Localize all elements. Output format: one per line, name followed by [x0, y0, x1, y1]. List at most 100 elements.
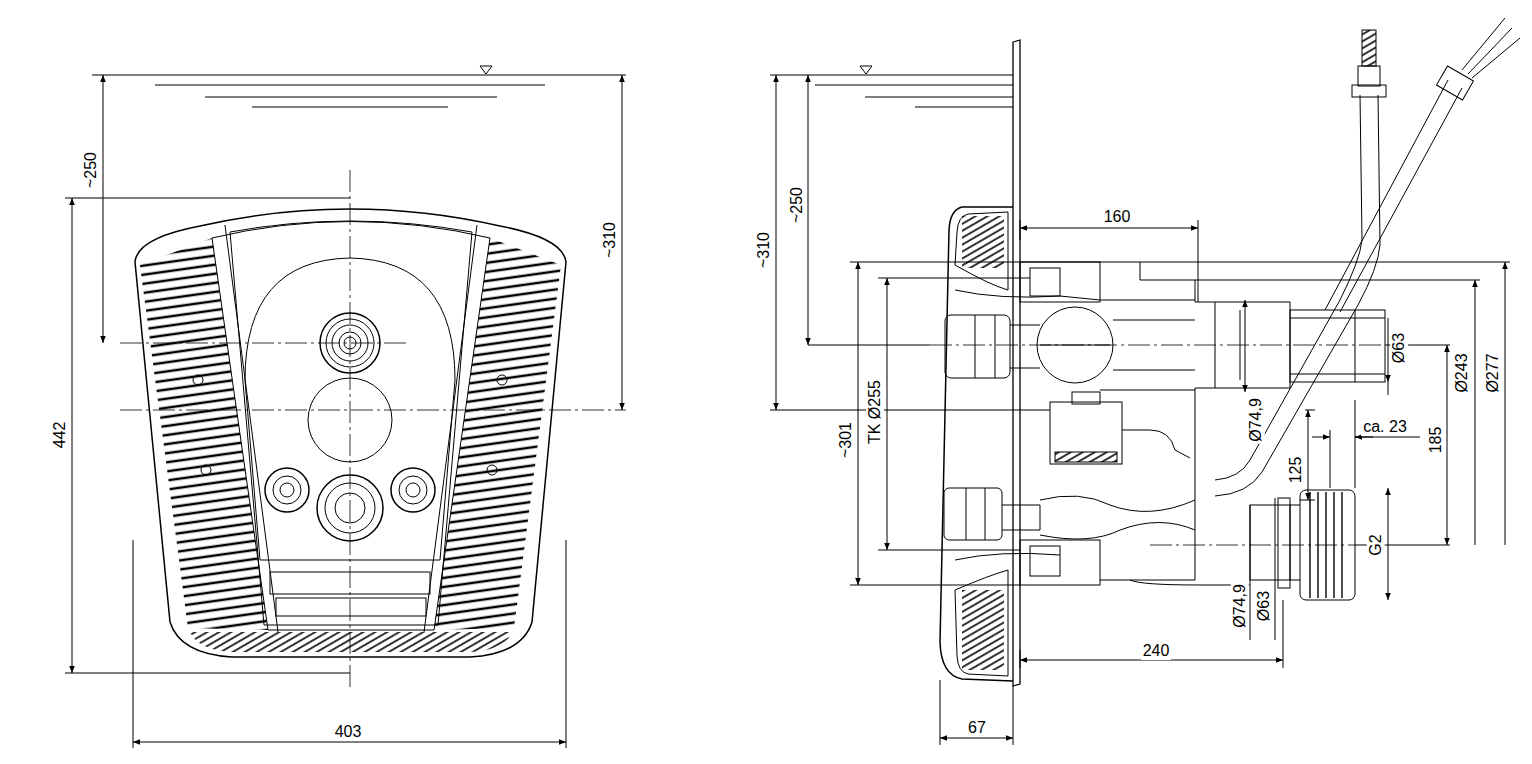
drawing-part — [65, 198, 350, 199]
drawing-part — [1150, 545, 1355, 546]
drawing-part — [1283, 600, 1284, 668]
drawing-part — [487, 465, 497, 475]
dimension-label: ~250 — [788, 185, 806, 225]
drawing-part — [622, 75, 623, 410]
dimension-label: 125 — [1287, 455, 1305, 486]
drawing-part — [1290, 310, 1385, 382]
dimension-label: ~310 — [755, 230, 773, 270]
drawing-part — [193, 375, 203, 385]
drawing-part — [1312, 437, 1330, 438]
drawing-part — [265, 468, 309, 512]
drawing-part — [1355, 310, 1356, 382]
drawing-part — [945, 315, 1010, 378]
drawing-part — [915, 107, 1013, 108]
drawing-part — [1195, 280, 1480, 281]
dimension-label: Ø243 — [1453, 351, 1471, 394]
drawing-part — [776, 75, 777, 410]
drawing-part — [120, 410, 626, 411]
drawing-part — [1040, 496, 1195, 539]
drawing-part — [72, 198, 73, 673]
drawing-part — [985, 488, 986, 540]
drawing-part — [1215, 95, 1380, 496]
drawing-part — [155, 85, 545, 86]
drawing-part — [65, 673, 350, 674]
drawing-part — [850, 262, 1100, 263]
drawing-part — [1278, 498, 1290, 588]
drawing-part — [860, 66, 872, 74]
drawing-part — [995, 315, 996, 378]
drawing-part — [955, 570, 1008, 676]
drawing-part — [566, 540, 567, 748]
dimension-label: 403 — [333, 723, 364, 741]
drawing-part — [966, 488, 967, 540]
drawing-part — [480, 66, 492, 74]
drawing-part — [940, 680, 941, 745]
drawing-part — [406, 483, 420, 497]
drawing-part — [140, 238, 268, 630]
drawing-part — [1388, 382, 1389, 395]
drawing-part — [1290, 374, 1385, 375]
dimension-label: ca. 23 — [1361, 418, 1409, 436]
drawing-part — [1305, 410, 1315, 411]
dimension-label: 240 — [1141, 642, 1172, 660]
drawing-part — [230, 221, 472, 625]
drawing-part — [1215, 95, 1362, 480]
drawing-part — [944, 488, 1002, 540]
drawing-part — [1462, 18, 1520, 78]
drawing-part — [225, 225, 477, 632]
drawing-part — [815, 85, 1013, 86]
drawing-part — [120, 343, 410, 344]
drawing-part — [850, 585, 1020, 586]
drawing-part — [808, 345, 930, 346]
dimension-label: 185 — [1427, 425, 1445, 456]
drawing-part — [1330, 430, 1331, 488]
drawing-part — [1020, 228, 1198, 229]
drawing-part — [1002, 505, 1040, 530]
dimension-label: Ø63 — [1255, 589, 1273, 623]
drawing-part — [1100, 300, 1195, 301]
drawing-part — [1447, 345, 1448, 545]
drawing-part — [887, 278, 888, 550]
drawing-part — [1355, 437, 1420, 438]
drawing-part — [1355, 400, 1356, 488]
drawing-part — [1352, 85, 1386, 97]
drawing-part — [962, 590, 1004, 670]
drawing-part — [350, 170, 351, 690]
drawing-part — [1100, 262, 1290, 580]
drawing-part — [1140, 262, 1510, 263]
drawing-part — [1437, 66, 1474, 100]
drawing-part — [878, 550, 1020, 551]
drawing-part — [1010, 325, 1040, 368]
front-view — [65, 66, 626, 748]
drawing-part — [1030, 268, 1060, 296]
drawing-part — [940, 738, 1013, 739]
dimension-label: Ø74,9 — [1231, 582, 1249, 630]
drawing-part — [1358, 66, 1380, 86]
drawing-part — [1290, 505, 1300, 580]
drawing-part — [135, 209, 566, 657]
drawing-part — [212, 222, 490, 631]
drawing-part — [808, 75, 809, 345]
drawing-part — [770, 410, 1050, 411]
drawing-part — [1055, 452, 1117, 462]
dimension-label: Ø277 — [1484, 351, 1502, 394]
drawing-part — [865, 97, 1013, 98]
drawing-part — [1362, 30, 1376, 66]
drawing-part — [1250, 505, 1251, 640]
dimension-label: 67 — [966, 719, 988, 737]
dimension-label: Ø63 — [1390, 331, 1408, 365]
drawing-part — [1388, 318, 1389, 382]
side-view — [770, 18, 1520, 745]
drawing-part — [1122, 430, 1190, 458]
drawing-part — [252, 107, 448, 108]
drawing-part — [1013, 686, 1014, 745]
drawing-part — [1020, 650, 1021, 668]
dimension-label: 160 — [1102, 208, 1133, 226]
drawing-part — [962, 216, 1004, 268]
drawing-part — [1250, 505, 1290, 580]
drawing-part — [273, 476, 301, 504]
drawing-part — [133, 742, 566, 743]
drawing-part — [1505, 262, 1506, 545]
drawing-part — [930, 345, 1385, 346]
